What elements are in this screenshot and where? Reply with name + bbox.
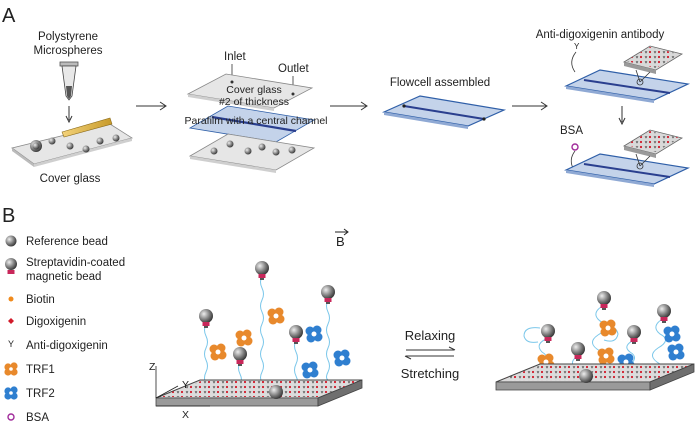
axis-z-label: Z bbox=[149, 361, 156, 373]
flowcell-antibody bbox=[563, 69, 691, 103]
surface-slab-right bbox=[495, 363, 695, 391]
surface-zoom-inset-2 bbox=[622, 129, 684, 170]
legend-label: Biotin bbox=[26, 294, 55, 306]
anti-digoxigenin-icon: Y bbox=[8, 339, 14, 349]
bsa-label-a: BSA bbox=[560, 125, 583, 137]
biotin-icon bbox=[8, 296, 14, 302]
legend-label: Streptavidin-coated bbox=[26, 257, 125, 269]
trf1-icon bbox=[4, 362, 18, 376]
legend-label: TRF2 bbox=[26, 388, 55, 400]
parafilm-label: Parafilm with a central channel bbox=[185, 115, 328, 127]
legend-labels: Reference bead Streptavidin-coated magne… bbox=[26, 236, 125, 424]
field-b-label: B bbox=[336, 234, 345, 249]
top-cover-glass bbox=[186, 73, 314, 111]
magnetic-bead-icon bbox=[5, 258, 17, 274]
antibody-y-icon: Y bbox=[574, 42, 580, 51]
relaxing-label: Relaxing bbox=[405, 328, 456, 343]
legend-label: Digoxigenin bbox=[26, 316, 86, 328]
surface-zoom-inset-1 bbox=[622, 45, 684, 86]
top-glass-label-line2: #2 of thickness bbox=[219, 96, 289, 108]
down-arrow-2 bbox=[618, 106, 626, 126]
panel-a-letter: A bbox=[2, 5, 16, 27]
flowcell-label: Flowcell assembled bbox=[390, 77, 490, 89]
step-arrow-1 bbox=[136, 101, 167, 111]
cover-glass-slide bbox=[11, 123, 133, 167]
legend-label: BSA bbox=[26, 412, 49, 424]
surface-slab-left bbox=[155, 379, 363, 407]
legend-label: Anti-digoxigenin bbox=[26, 340, 108, 352]
axis-y-label: Y bbox=[182, 379, 189, 391]
legend-label: TRF1 bbox=[26, 364, 55, 376]
step-arrow-3 bbox=[512, 101, 548, 111]
inlet-label: Inlet bbox=[224, 51, 247, 63]
digoxigenin-icon bbox=[8, 318, 14, 324]
legend-label: magnetic bead bbox=[26, 271, 101, 283]
bottom-cover-glass bbox=[188, 133, 316, 173]
cover-glass-label: Cover glass bbox=[40, 173, 101, 185]
microspheres-label-line2: Microspheres bbox=[33, 45, 102, 57]
field-vector-arrow-icon bbox=[335, 228, 349, 236]
legend-label: Reference bead bbox=[26, 236, 108, 248]
antibody-label: Anti-digoxigenin antibody bbox=[536, 29, 665, 41]
axes-icon bbox=[155, 366, 210, 407]
trf2-icon bbox=[4, 386, 18, 400]
axis-x-label: X bbox=[182, 409, 189, 421]
relaxed-proteins bbox=[537, 291, 685, 371]
step-arrow-2 bbox=[330, 101, 368, 111]
equilibrium-arrows-icon bbox=[404, 346, 456, 360]
assembled-flowcell bbox=[381, 95, 507, 129]
legend-icons: Y bbox=[4, 235, 18, 421]
microcentrifuge-tube-icon bbox=[59, 61, 79, 101]
microspheres-label-line1: Polystyrene bbox=[38, 31, 98, 43]
top-glass-label-line1: Cover glass bbox=[226, 84, 281, 96]
flowcell-bsa bbox=[563, 153, 691, 187]
outlet-label: Outlet bbox=[278, 63, 309, 75]
bsa-icon-a bbox=[571, 143, 579, 151]
pipette-tip-icon bbox=[61, 117, 113, 138]
stretching-label: Stretching bbox=[401, 366, 460, 381]
panel-b-letter: B bbox=[2, 205, 15, 227]
bsa-icon bbox=[7, 413, 15, 421]
stretched-tethers bbox=[204, 275, 330, 395]
reference-bead-icon bbox=[5, 235, 17, 247]
